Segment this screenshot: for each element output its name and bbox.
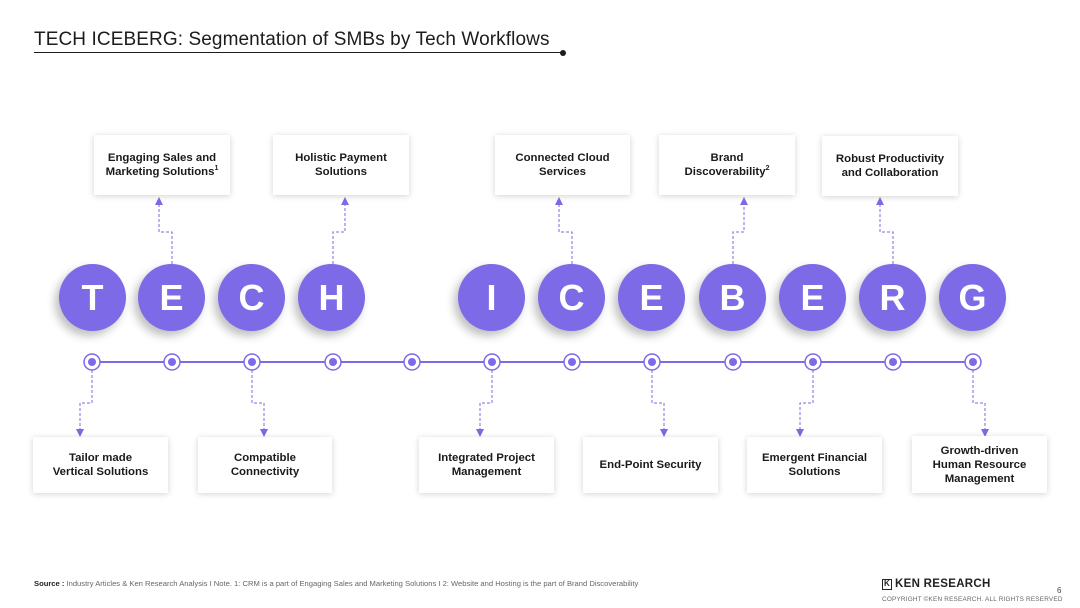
connector-top-4 [732, 203, 745, 264]
box-text: Growth-driven Human Resource Management [932, 444, 1027, 485]
timeline-node [403, 353, 421, 371]
letter-circle-h: H [298, 264, 365, 331]
top-arrowheads [155, 197, 884, 205]
box-line: Engaging Sales and [107, 152, 217, 164]
top-connectors [158, 203, 894, 264]
connector-bottom-5 [799, 370, 814, 430]
letter-circle-e2: E [618, 264, 685, 331]
timeline-node [964, 353, 982, 371]
footnote-marker: 1 [214, 165, 219, 173]
bottom-box-compatible-connectivity: Compatible Connectivity [198, 437, 332, 493]
arrow-bottom-4 [660, 429, 668, 437]
box-text: End-Point Security [599, 459, 702, 471]
connector-bottom-6 [972, 370, 986, 430]
timeline-node [643, 353, 661, 371]
timeline-node [243, 353, 261, 371]
box-text: Compatible Connectivity [230, 452, 300, 478]
logo-text: KEN RESEARCH [895, 578, 991, 590]
source-label: Source : [34, 579, 65, 588]
title-underline-dot [560, 49, 566, 56]
connector-top-5 [879, 203, 894, 264]
timeline-node [804, 353, 822, 371]
box-text: Emergent Financial Solutions [761, 452, 868, 478]
timeline-node [884, 353, 902, 371]
arrow-bottom-5 [796, 429, 804, 437]
connector-top-1 [158, 203, 173, 264]
timeline-node [324, 353, 342, 371]
timeline-node [563, 353, 581, 371]
letter-circle-e: E [138, 264, 205, 331]
letter-circle-r: R [859, 264, 926, 331]
logo-mark-icon: K [882, 578, 892, 590]
connector-bottom-3 [479, 370, 493, 430]
arrow-bottom-1 [76, 429, 84, 437]
arrow-bottom-2 [260, 429, 268, 437]
footnote-marker: 2 [765, 165, 770, 173]
bottom-box-integrated-project: Integrated Project Management [419, 437, 554, 493]
arrow-top-5 [876, 197, 884, 205]
arrow-bottom-3 [476, 429, 484, 437]
box-line: Services [539, 166, 586, 178]
timeline-node [724, 353, 742, 371]
connector-bottom-2 [251, 370, 265, 430]
source-note: Source : Industry Articles & Ken Researc… [34, 579, 638, 588]
letter-circle-c: C [218, 264, 285, 331]
page-number: 6 [1057, 586, 1062, 595]
letter-circle-e3: E [779, 264, 846, 331]
box-text: Integrated Project Management [438, 452, 535, 478]
box-text: Tailor made Vertical Solutions [52, 452, 149, 478]
bottom-connectors [79, 370, 986, 430]
connector-top-2 [332, 203, 346, 264]
title-underline [34, 52, 563, 54]
bottom-box-end-point-security: End-Point Security [583, 437, 718, 493]
box-line: Discoverability [684, 166, 766, 178]
connector-top-3 [558, 203, 573, 264]
timeline-node [163, 353, 181, 371]
box-line: Robust Productivity [835, 153, 945, 165]
box-line: Solutions [315, 166, 367, 178]
connector-bottom-1 [79, 370, 93, 430]
box-line: Holistic Payment [295, 152, 387, 164]
arrow-top-1 [155, 197, 163, 205]
arrow-top-2 [341, 197, 349, 205]
letter-circle-i: I [458, 264, 525, 331]
bottom-box-vertical-solutions: Tailor made Vertical Solutions [33, 437, 168, 493]
letter-circle-c2: C [538, 264, 605, 331]
bottom-arrowheads [76, 429, 989, 437]
letter-circle-t: T [59, 264, 126, 331]
ken-research-logo: K KEN RESEARCH [882, 578, 991, 590]
arrow-top-4 [740, 197, 748, 205]
box-line: Brand [710, 152, 744, 164]
timeline-node [483, 353, 501, 371]
letter-circle-b: B [699, 264, 766, 331]
letter-circle-g: G [939, 264, 1006, 331]
box-line: Connected Cloud [515, 152, 610, 164]
bottom-box-growth-hr: Growth-driven Human Resource Management [912, 436, 1047, 493]
timeline-node [83, 353, 101, 371]
bottom-box-emergent-financial: Emergent Financial Solutions [747, 437, 882, 493]
source-text: Industry Articles & Ken Research Analysi… [64, 579, 639, 588]
timeline-nodes [83, 353, 982, 371]
page-title: TECH ICEBERG: Segmentation of SMBs by Te… [34, 29, 550, 50]
connector-bottom-4 [651, 370, 665, 430]
top-box-robust-productivity: Robust Productivity and Collaboration [822, 136, 958, 196]
box-line: Marketing Solutions [105, 166, 215, 178]
arrow-bottom-6 [981, 429, 989, 437]
box-line: and Collaboration [841, 167, 939, 179]
arrow-top-3 [555, 197, 563, 205]
copyright: COPYRIGHT ©KEN RESEARCH. ALL RIGHTS RESE… [882, 596, 1063, 603]
